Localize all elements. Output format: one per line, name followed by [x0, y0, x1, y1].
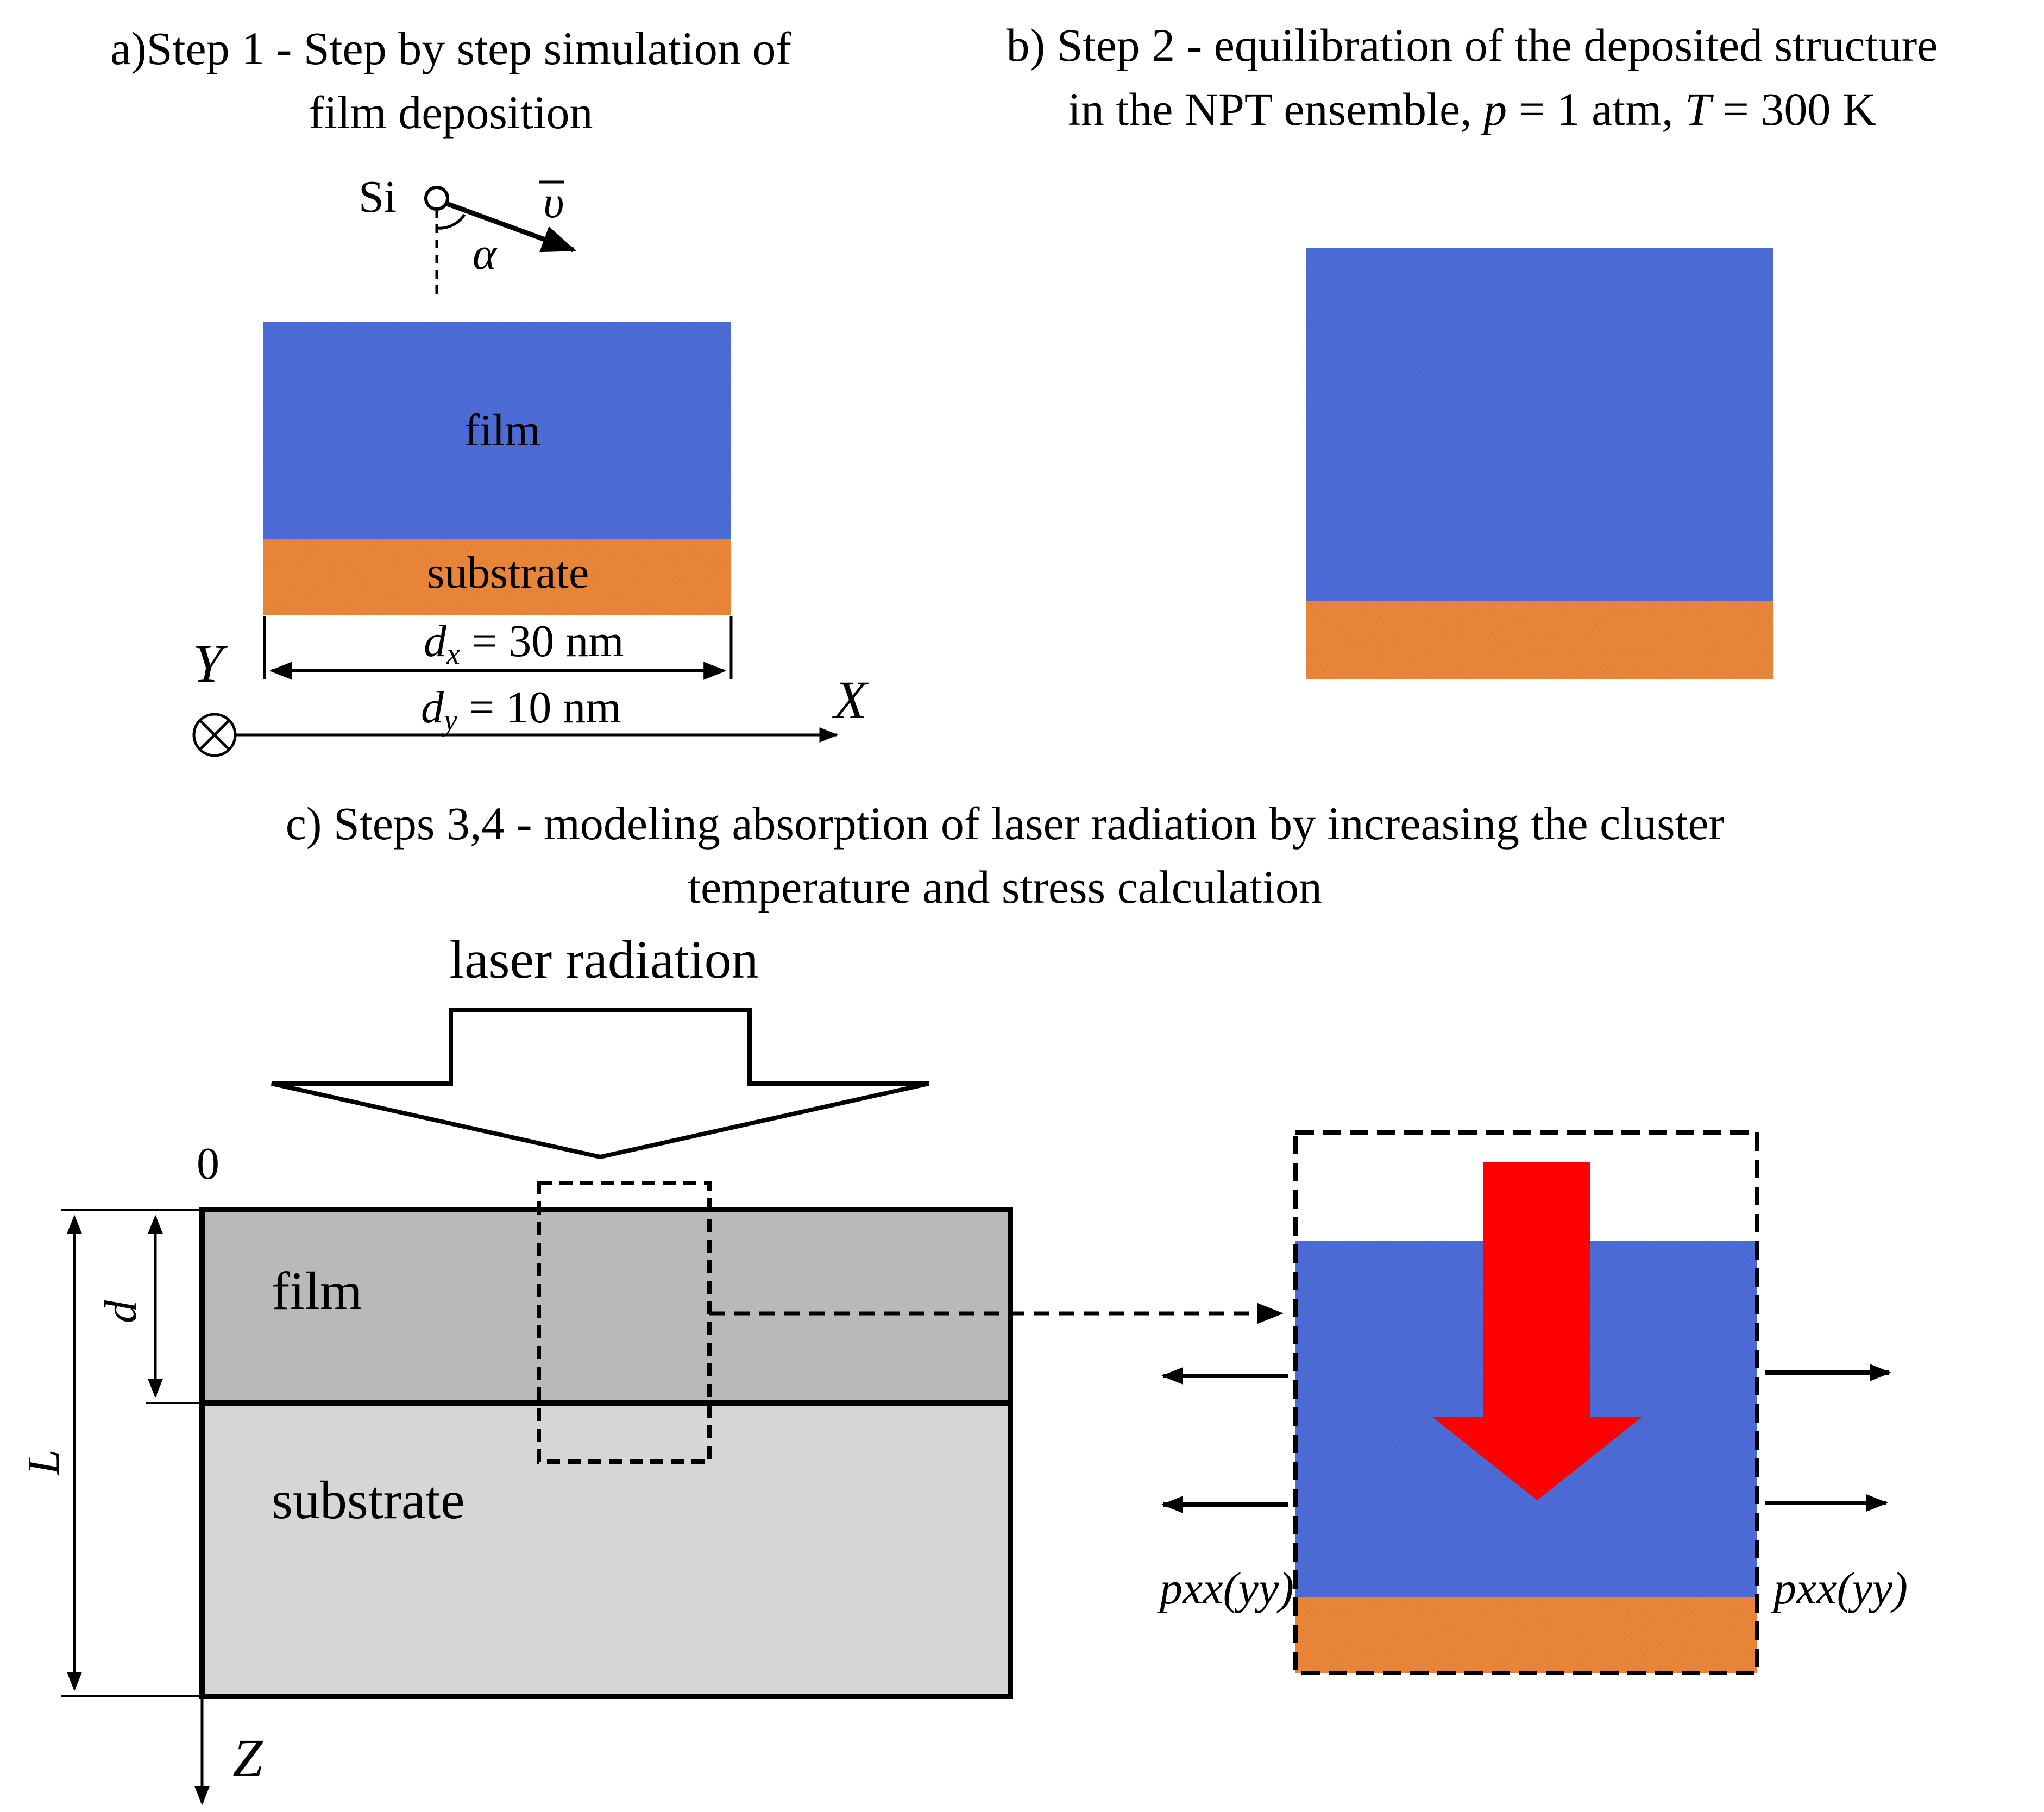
panel-a-caption-line1: a)Step 1 - Step by step simulation of [110, 22, 791, 74]
axis-x-label: X [832, 670, 869, 730]
schematic-substrate-label: substrate [272, 1470, 464, 1530]
schematic-film-layer [199, 1207, 1013, 1406]
d-label: d [96, 1300, 146, 1323]
equilibrated-substrate-layer [1306, 601, 1773, 679]
velocity-symbol: υ [543, 177, 564, 228]
L-label: L [18, 1450, 69, 1476]
velocity-arrow [444, 200, 576, 253]
dy-label: dy = 10 nm [421, 682, 621, 737]
film-label: film [464, 405, 540, 456]
selection-dashed-box [537, 1181, 712, 1464]
pressure-label-left: pxx(yy) [1157, 1563, 1294, 1614]
panel-a: a)Step 1 - Step by step simulation of fi… [110, 22, 869, 757]
panel-b-caption-line2: in the NPT ensemble, p = 1 atm, T = 300 … [1068, 83, 1876, 135]
heating-arrow-icon [1432, 1162, 1643, 1500]
si-label: Si [359, 172, 397, 222]
axis-z-label: Z [232, 1728, 263, 1788]
axis-y-label: Y [193, 633, 228, 694]
angle-symbol: α [473, 229, 498, 279]
panel-b: b) Step 2 - equilibration of the deposit… [1007, 19, 1938, 679]
schematic-film-label: film [272, 1261, 362, 1321]
panel-a-caption-line2: film deposition [309, 86, 593, 139]
schematic-substrate-layer [199, 1400, 1013, 1699]
film-layer [263, 322, 731, 539]
dx-label: dx = 30 nm [424, 616, 624, 671]
si-atom-icon [424, 186, 449, 211]
cluster-dashed-box [1293, 1130, 1759, 1675]
cluster-substrate-layer [1295, 1597, 1757, 1673]
panel-c: c) Steps 3,4 - modeling absorption of la… [18, 797, 1908, 1805]
panel-c-caption-line1: c) Steps 3,4 - modeling absorption of la… [286, 797, 1725, 850]
laser-radiation-label: laser radiation [449, 929, 758, 990]
panel-c-caption-line2: temperature and stress calculation [688, 861, 1322, 913]
equilibrated-film-layer [1306, 248, 1773, 601]
axis-y-cross-b [199, 719, 230, 751]
pressure-label-right: pxx(yy) [1771, 1563, 1908, 1614]
substrate-label: substrate [427, 548, 589, 598]
origin-label: 0 [197, 1138, 219, 1189]
laser-arrow-icon [271, 1008, 929, 1160]
panel-b-caption-line1: b) Step 2 - equilibration of the deposit… [1007, 19, 1938, 71]
substrate-layer [263, 539, 731, 615]
angle-arc [436, 213, 466, 230]
